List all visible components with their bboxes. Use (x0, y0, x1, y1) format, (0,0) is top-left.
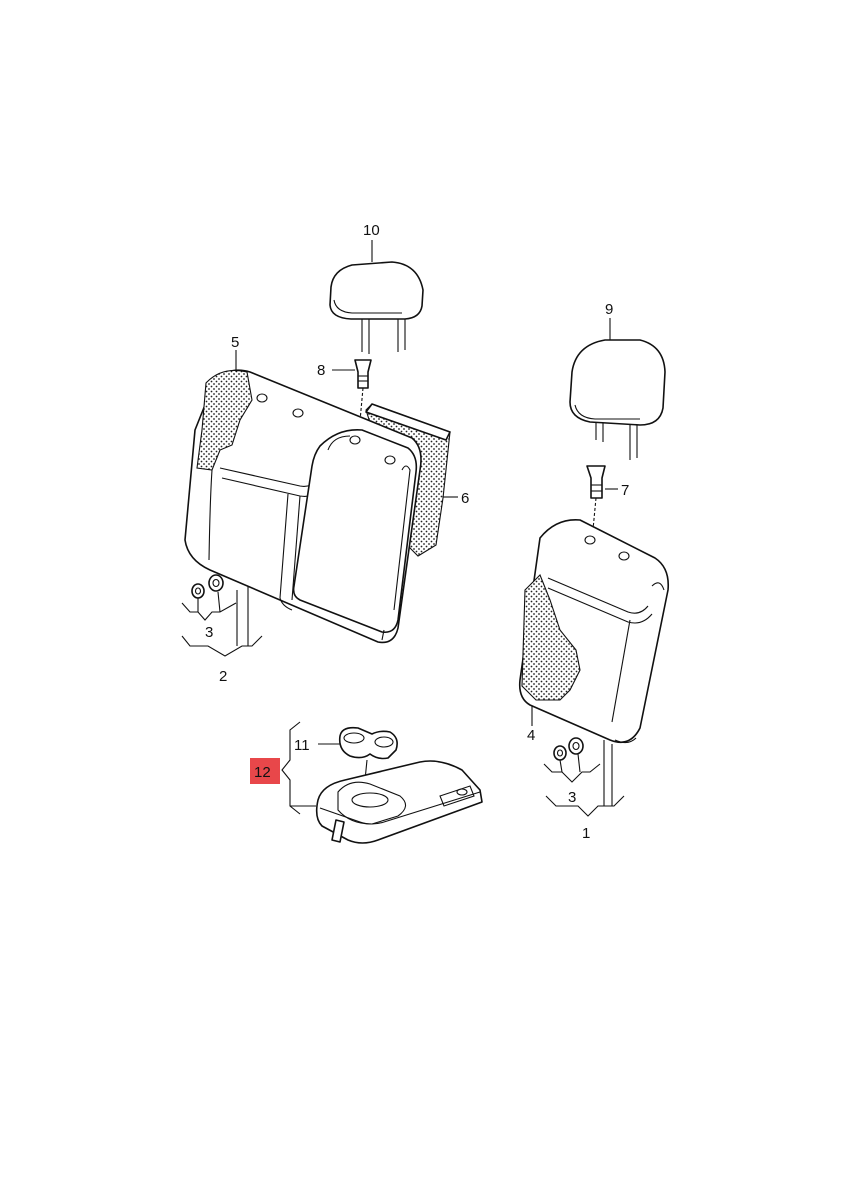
armrest (315, 726, 483, 844)
clips-left (191, 574, 224, 599)
label-1: 1 (582, 825, 590, 842)
headrest-large (329, 261, 424, 354)
headrest-guide-7 (586, 465, 606, 541)
label-8: 8 (317, 362, 325, 379)
label-11: 11 (294, 737, 310, 754)
headrest-small (569, 339, 666, 460)
label-3-left: 3 (205, 624, 213, 641)
label-7: 7 (621, 482, 629, 499)
label-12: 12 (254, 764, 271, 781)
backrest-large (184, 369, 451, 644)
labels: 10 9 8 5 7 6 3 2 4 11 12 3 1 (205, 222, 629, 842)
headrest-guide-8 (354, 359, 372, 433)
label-3-right: 3 (568, 789, 576, 806)
label-4: 4 (527, 727, 535, 744)
label-5: 5 (231, 334, 239, 351)
label-10: 10 (363, 222, 380, 239)
label-2: 2 (219, 668, 227, 685)
backrest-small (518, 519, 670, 744)
label-6: 6 (461, 490, 469, 507)
leader-lines (181, 240, 625, 817)
label-9: 9 (605, 301, 613, 318)
highlight-box-12 (250, 758, 280, 784)
